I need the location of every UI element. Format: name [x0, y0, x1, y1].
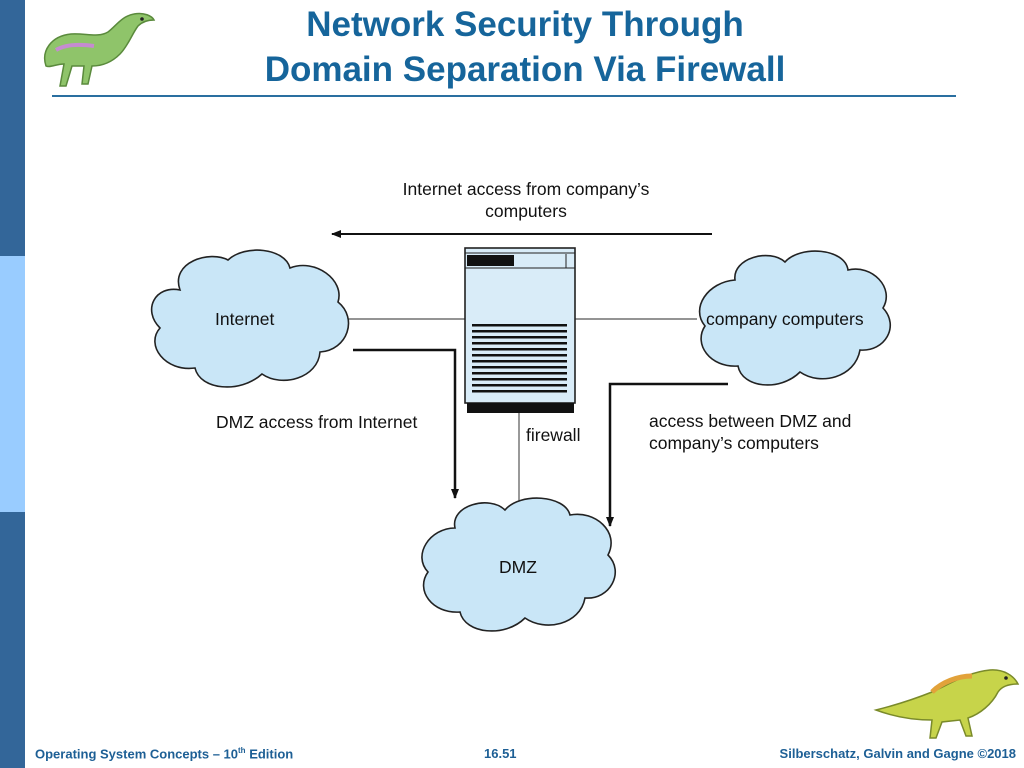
between-label-2: company’s computers: [649, 433, 819, 453]
firewall-vent: [472, 324, 567, 393]
company-to-dmz-arrow: [606, 382, 728, 527]
sidebar-band-top: [0, 0, 25, 256]
internet-to-dmz-arrow: [353, 348, 459, 499]
title-divider: [52, 95, 956, 97]
dinosaur-logo-bottom: [873, 669, 1020, 739]
title-line-2: Domain Separation Via Firewall: [264, 50, 786, 89]
internet-label: Internet: [215, 309, 274, 329]
firewall-label: firewall: [526, 425, 580, 445]
footer-book-title: Operating System Concepts – 10th Edition: [35, 746, 293, 761]
sidebar-band-bottom: [0, 512, 25, 768]
footer-book-prefix: Operating System Concepts – 10: [35, 746, 239, 762]
dmz-access-label: DMZ access from Internet: [216, 412, 417, 432]
top-arrow-label-1: Internet access from company’s: [403, 179, 650, 199]
company-computers-label: company computers: [706, 309, 864, 329]
footer-book-suffix: Edition: [245, 746, 294, 762]
internet-cloud: Internet: [150, 249, 350, 388]
between-label-1: access between DMZ and: [649, 411, 851, 431]
top-arrow-label-2: computers: [485, 201, 567, 221]
slide-title: Network Security Through Domain Separati…: [200, 2, 850, 92]
dinosaur-logo-top: [44, 12, 156, 87]
dmz-label: DMZ: [499, 557, 537, 577]
footer-page-number: 16.51: [484, 746, 517, 761]
firewall-server: [464, 247, 576, 413]
left-sidebar: [0, 0, 25, 768]
company-computers-cloud: company computers: [698, 250, 891, 386]
footer-authors: Silberschatz, Galvin and Gagne ©2018: [779, 746, 1016, 761]
sidebar-band-middle: [0, 256, 25, 512]
dmz-cloud: DMZ: [421, 497, 616, 632]
title-line-1: Network Security Through: [306, 5, 744, 44]
footer-book-sup: th: [238, 746, 246, 755]
